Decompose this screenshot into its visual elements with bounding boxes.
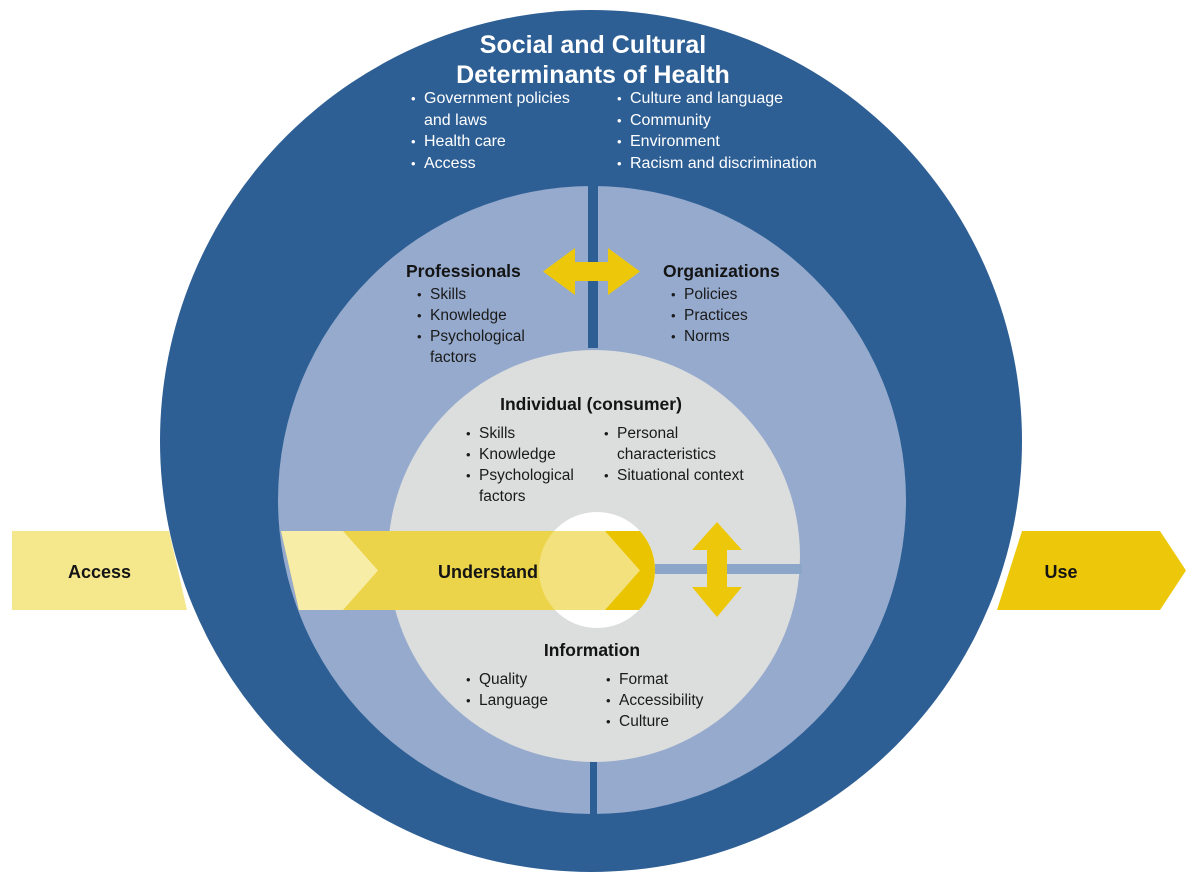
list-item: Racism and discrimination [617,153,832,175]
list-item: Community [617,110,832,132]
list-item: Quality [466,669,586,690]
list-item: Environment [617,131,832,153]
list-item: Culture and language [617,88,832,110]
diagram-title: Social and Cultural Determinants of Heal… [380,30,806,90]
list-item: Psychological factors [466,465,582,507]
access-label: Access [67,562,132,582]
bottom-ring-divider [590,760,597,815]
list-item: Knowledge [466,444,582,465]
list-item: Personal characteristics [604,423,769,465]
list-item: Language [466,690,586,711]
professionals-list: Skills Knowledge Psychological factors [417,284,535,368]
list-item: Format [606,669,751,690]
list-item: Government policies and laws [411,88,583,131]
individual-left-list: Skills Knowledge Psychological factors [466,423,582,507]
list-item: Accessibility [606,690,751,711]
list-item: Knowledge [417,305,535,326]
understand-label: Understand [437,562,538,582]
individual-right-list: Personal characteristics Situational con… [604,423,769,486]
list-item: Policies [671,284,781,305]
organizations-list: Policies Practices Norms [671,284,781,347]
center-hub-circle [539,512,655,628]
title-line-1: Social and Cultural [479,31,707,59]
list-item: Norms [671,326,781,347]
list-item: Health care [411,131,583,153]
professionals-heading: Professionals [406,261,521,281]
access-band [12,531,187,610]
list-item: Practices [671,305,781,326]
information-right-list: Format Accessibility Culture [606,669,751,732]
title-line-2: Determinants of Health [456,61,730,89]
list-item: Culture [606,711,751,732]
list-item: Skills [417,284,535,305]
use-label: Use [1044,562,1078,582]
use-arrow [997,531,1186,610]
list-item: Access [411,153,583,175]
information-heading: Information [543,640,641,660]
individual-heading: Individual (consumer) [500,394,682,414]
information-left-list: Quality Language [466,669,586,711]
list-item: Situational context [604,465,769,486]
outer-ring-right-list: Culture and language Community Environme… [617,88,832,174]
list-item: Skills [466,423,582,444]
list-item: Psychological factors [417,326,535,368]
outer-ring-left-list: Government policies and laws Health care… [411,88,583,174]
organizations-heading: Organizations [663,261,780,281]
